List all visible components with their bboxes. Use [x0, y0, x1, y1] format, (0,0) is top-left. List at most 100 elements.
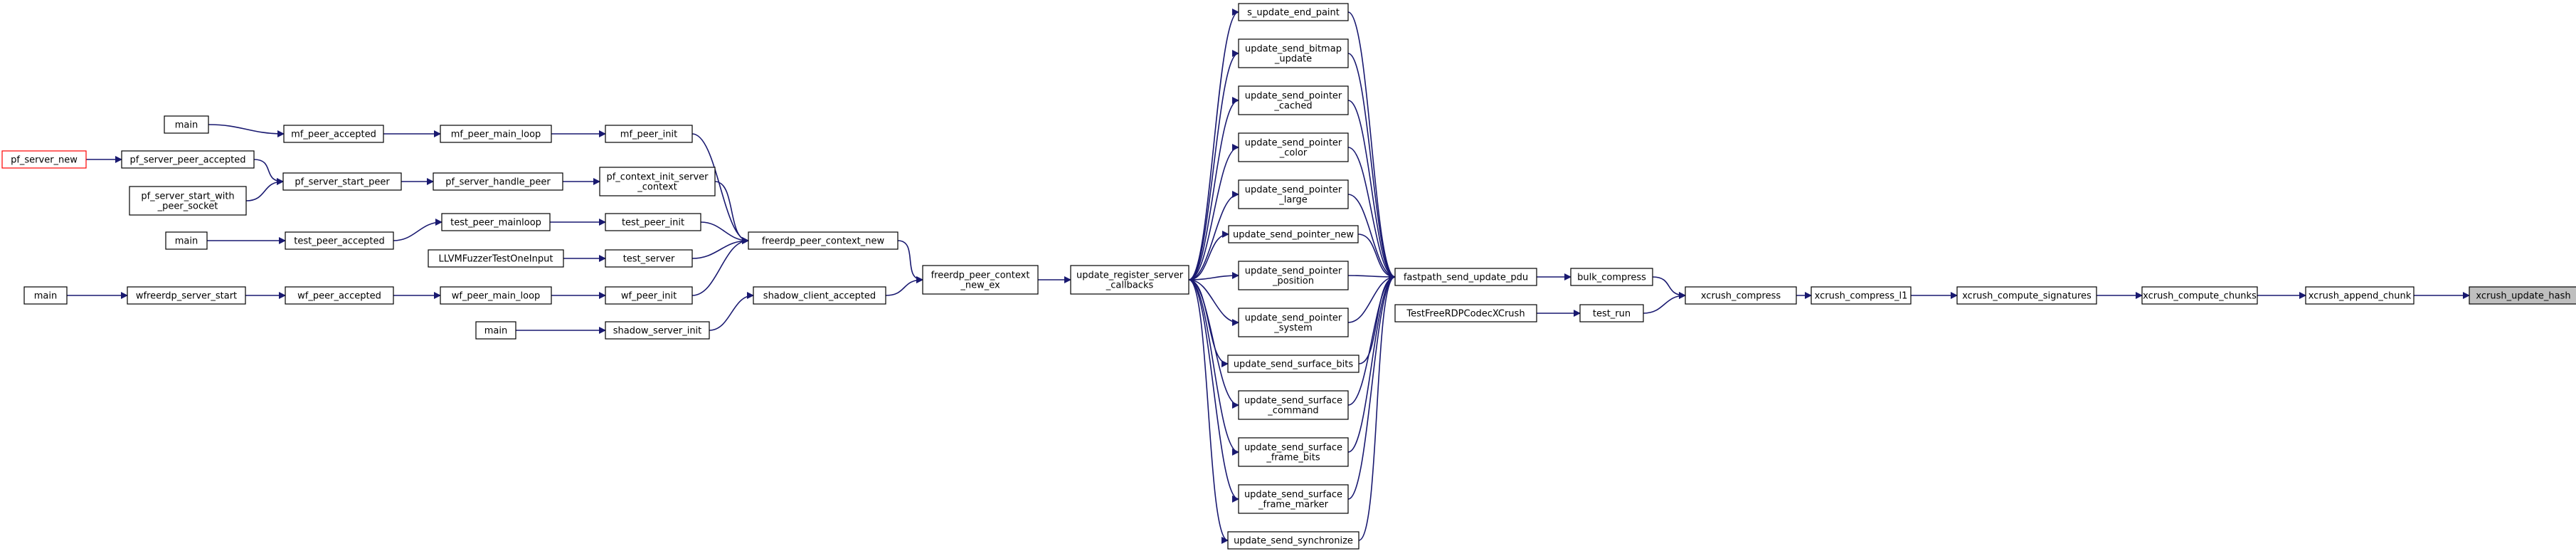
- function-node-update-send-pointer-large[interactable]: update_send_pointer_large: [1238, 179, 1349, 209]
- function-node-pf-server-peer-accepted[interactable]: pf_server_peer_accepted: [121, 150, 255, 169]
- function-node-freerdp-peer-context-new-ex[interactable]: freerdp_peer_context_new_ex: [922, 265, 1039, 295]
- function-node-main-wf[interactable]: main: [23, 286, 68, 305]
- node-label: _large: [1278, 195, 1307, 206]
- function-node-main-test[interactable]: main: [165, 231, 208, 250]
- function-node-main-mf[interactable]: main: [164, 115, 209, 134]
- function-nodes: xcrush_update_hash xcrush_append_chunk xcr…: [1, 3, 2576, 550]
- node-box: [1238, 38, 1349, 68]
- function-node-wf-peer-accepted[interactable]: wf_peer_accepted: [285, 286, 394, 305]
- function-node-test-peer-accepted[interactable]: test_peer_accepted: [285, 231, 394, 250]
- node-box: [433, 172, 563, 191]
- node-label: pf_server_start_with: [141, 192, 234, 202]
- function-node-xcrush-compute-signatures[interactable]: xcrush_compute_signatures: [1956, 286, 2097, 305]
- node-label: freerdp_peer_context_new: [762, 236, 885, 247]
- function-node-update-send-pointer-cached[interactable]: update_send_pointer_cached: [1238, 85, 1349, 115]
- node-label: shadow_server_init: [613, 326, 702, 337]
- node-box: [1238, 484, 1349, 514]
- node-label: update_send_pointer: [1245, 185, 1342, 196]
- call-edge-s-update-end-paint-to-fastpath-send-update-pdu: [1347, 11, 1396, 280]
- node-label: main: [34, 291, 57, 302]
- node-box: [1956, 286, 2097, 305]
- call-edge-pf-context-init-server-context-to-freerdp-peer-context-new: [714, 181, 749, 244]
- function-node-update-send-surface-frame-marker[interactable]: update_send_surface_frame_marker: [1238, 484, 1349, 514]
- function-node-update-register-server-callbacks[interactable]: update_register_server_callbacks: [1070, 265, 1189, 295]
- function-node-main-shadow[interactable]: main: [475, 321, 516, 340]
- node-label: main: [484, 326, 507, 337]
- call-edge-update-send-pointer-large-to-fastpath-send-update-pdu: [1347, 194, 1396, 280]
- function-node-mf-peer-main-loop[interactable]: mf_peer_main_loop: [440, 125, 552, 143]
- node-box: [922, 265, 1039, 295]
- function-node-bulk-compress[interactable]: bulk_compress: [1570, 268, 1653, 286]
- node-box: [605, 321, 710, 340]
- node-label: update_send_pointer: [1245, 266, 1342, 277]
- function-node-update-send-bitmap-update[interactable]: update_send_bitmap_update: [1238, 38, 1349, 68]
- node-label: update_send_pointer: [1245, 313, 1342, 324]
- function-node-update-send-pointer-new[interactable]: update_send_pointer_new: [1228, 225, 1359, 243]
- node-label: update_send_synchronize: [1234, 536, 1353, 547]
- node-label: TestFreeRDPCodecXCrush: [1406, 309, 1525, 320]
- function-node-test-server[interactable]: test_server: [605, 249, 693, 268]
- node-label: update_send_surface: [1244, 490, 1342, 500]
- function-node-update-send-synchronize[interactable]: update_send_synchronize: [1227, 531, 1359, 550]
- function-node-mf-peer-accepted[interactable]: mf_peer_accepted: [283, 125, 384, 143]
- node-label: mf_peer_init: [620, 130, 677, 140]
- function-node-wf-peer-init[interactable]: wf_peer_init: [605, 286, 693, 305]
- function-node-pf-server-start-peer[interactable]: pf_server_start_peer: [282, 172, 402, 191]
- function-node-xcrush-compress[interactable]: xcrush_compress: [1685, 286, 1797, 305]
- node-label: _context: [637, 182, 677, 193]
- function-node-test-run[interactable]: test_run: [1579, 304, 1644, 322]
- node-label: main: [175, 236, 198, 247]
- function-node-pf-context-init-server-context[interactable]: pf_context_init_server_context: [599, 167, 716, 196]
- function-node-wf-peer-main-loop[interactable]: wf_peer_main_loop: [440, 286, 552, 305]
- function-node-xcrush-update-hash[interactable]: xcrush_update_hash: [2469, 286, 2576, 305]
- function-node-update-send-pointer-position[interactable]: update_send_pointer_position: [1238, 261, 1349, 290]
- function-node-update-send-pointer-system[interactable]: update_send_pointer_system: [1238, 308, 1349, 337]
- function-node-xcrush-append-chunk[interactable]: xcrush_append_chunk: [2305, 286, 2415, 305]
- node-box: [1070, 265, 1189, 295]
- function-node-pf-server-start-with-peer-socket[interactable]: pf_server_start_with_peer_socket: [129, 186, 247, 216]
- node-box: [441, 213, 551, 231]
- node-label: xcrush_compute_chunks: [2143, 291, 2257, 302]
- function-node-update-send-pointer-color[interactable]: update_send_pointer_color: [1238, 132, 1349, 162]
- node-label: update_send_surface: [1244, 396, 1342, 406]
- function-node-xcrush-compress-l1[interactable]: xcrush_compress_l1: [1811, 286, 1912, 305]
- function-node-fastpath-send-update-pdu[interactable]: fastpath_send_update_pdu: [1394, 268, 1537, 286]
- node-label: _callbacks: [1106, 280, 1154, 291]
- node-box: [605, 249, 693, 268]
- function-node-xcrush-compute-chunks[interactable]: xcrush_compute_chunks: [2141, 286, 2258, 305]
- node-label: _cached: [1273, 101, 1312, 112]
- call-edge-test-run-to-xcrush-compress: [1643, 292, 1686, 314]
- call-edge-update-send-synchronize-to-fastpath-send-update-pdu: [1358, 273, 1396, 541]
- function-node-testfreerdpcodecxcrush[interactable]: TestFreeRDPCodecXCrush: [1394, 304, 1537, 322]
- call-edge-update-send-pointer-system-to-fastpath-send-update-pdu: [1347, 273, 1396, 323]
- function-node-update-send-surface-bits[interactable]: update_send_surface_bits: [1227, 355, 1359, 373]
- node-box: [1238, 3, 1349, 21]
- node-label: _command: [1267, 406, 1318, 416]
- function-node-update-send-surface-frame-bits[interactable]: update_send_surface_frame_bits: [1238, 437, 1349, 467]
- function-node-wfreerdp-server-start[interactable]: wfreerdp_server_start: [127, 286, 246, 305]
- node-box: [440, 125, 552, 143]
- function-node-pf-server-handle-peer[interactable]: pf_server_handle_peer: [433, 172, 563, 191]
- node-box: [1227, 355, 1359, 373]
- node-box: [1227, 531, 1359, 550]
- function-node-shadow-server-init[interactable]: shadow_server_init: [605, 321, 710, 340]
- function-node-freerdp-peer-context-new[interactable]: freerdp_peer_context_new: [748, 231, 899, 250]
- function-node-mf-peer-init[interactable]: mf_peer_init: [605, 125, 693, 143]
- node-label: pf_context_init_server: [606, 172, 709, 183]
- function-node-shadow-client-accepted[interactable]: shadow_client_accepted: [753, 286, 886, 305]
- node-box: [2305, 286, 2415, 305]
- node-label: bulk_compress: [1577, 273, 1646, 283]
- node-label: mf_peer_main_loop: [451, 130, 541, 140]
- node-label: pf_server_start_peer: [295, 177, 390, 188]
- node-box: [1570, 268, 1653, 286]
- function-node-update-send-surface-command[interactable]: update_send_surface_command: [1238, 390, 1349, 420]
- function-node-pf-server-new[interactable]: pf_server_new: [1, 150, 87, 169]
- function-node-llvmfuzzertestoneinput[interactable]: LLVMFuzzerTestOneInput: [428, 249, 564, 268]
- function-node-s-update-end-paint[interactable]: s_update_end_paint: [1238, 3, 1349, 21]
- function-node-test-peer-init[interactable]: test_peer_init: [605, 213, 701, 231]
- function-node-test-peer-mainloop[interactable]: test_peer_mainloop: [441, 213, 551, 231]
- node-label: update_send_pointer: [1245, 138, 1342, 149]
- node-box: [1238, 132, 1349, 162]
- call-edge-update-send-surface-frame-marker-to-fastpath-send-update-pdu: [1347, 273, 1396, 500]
